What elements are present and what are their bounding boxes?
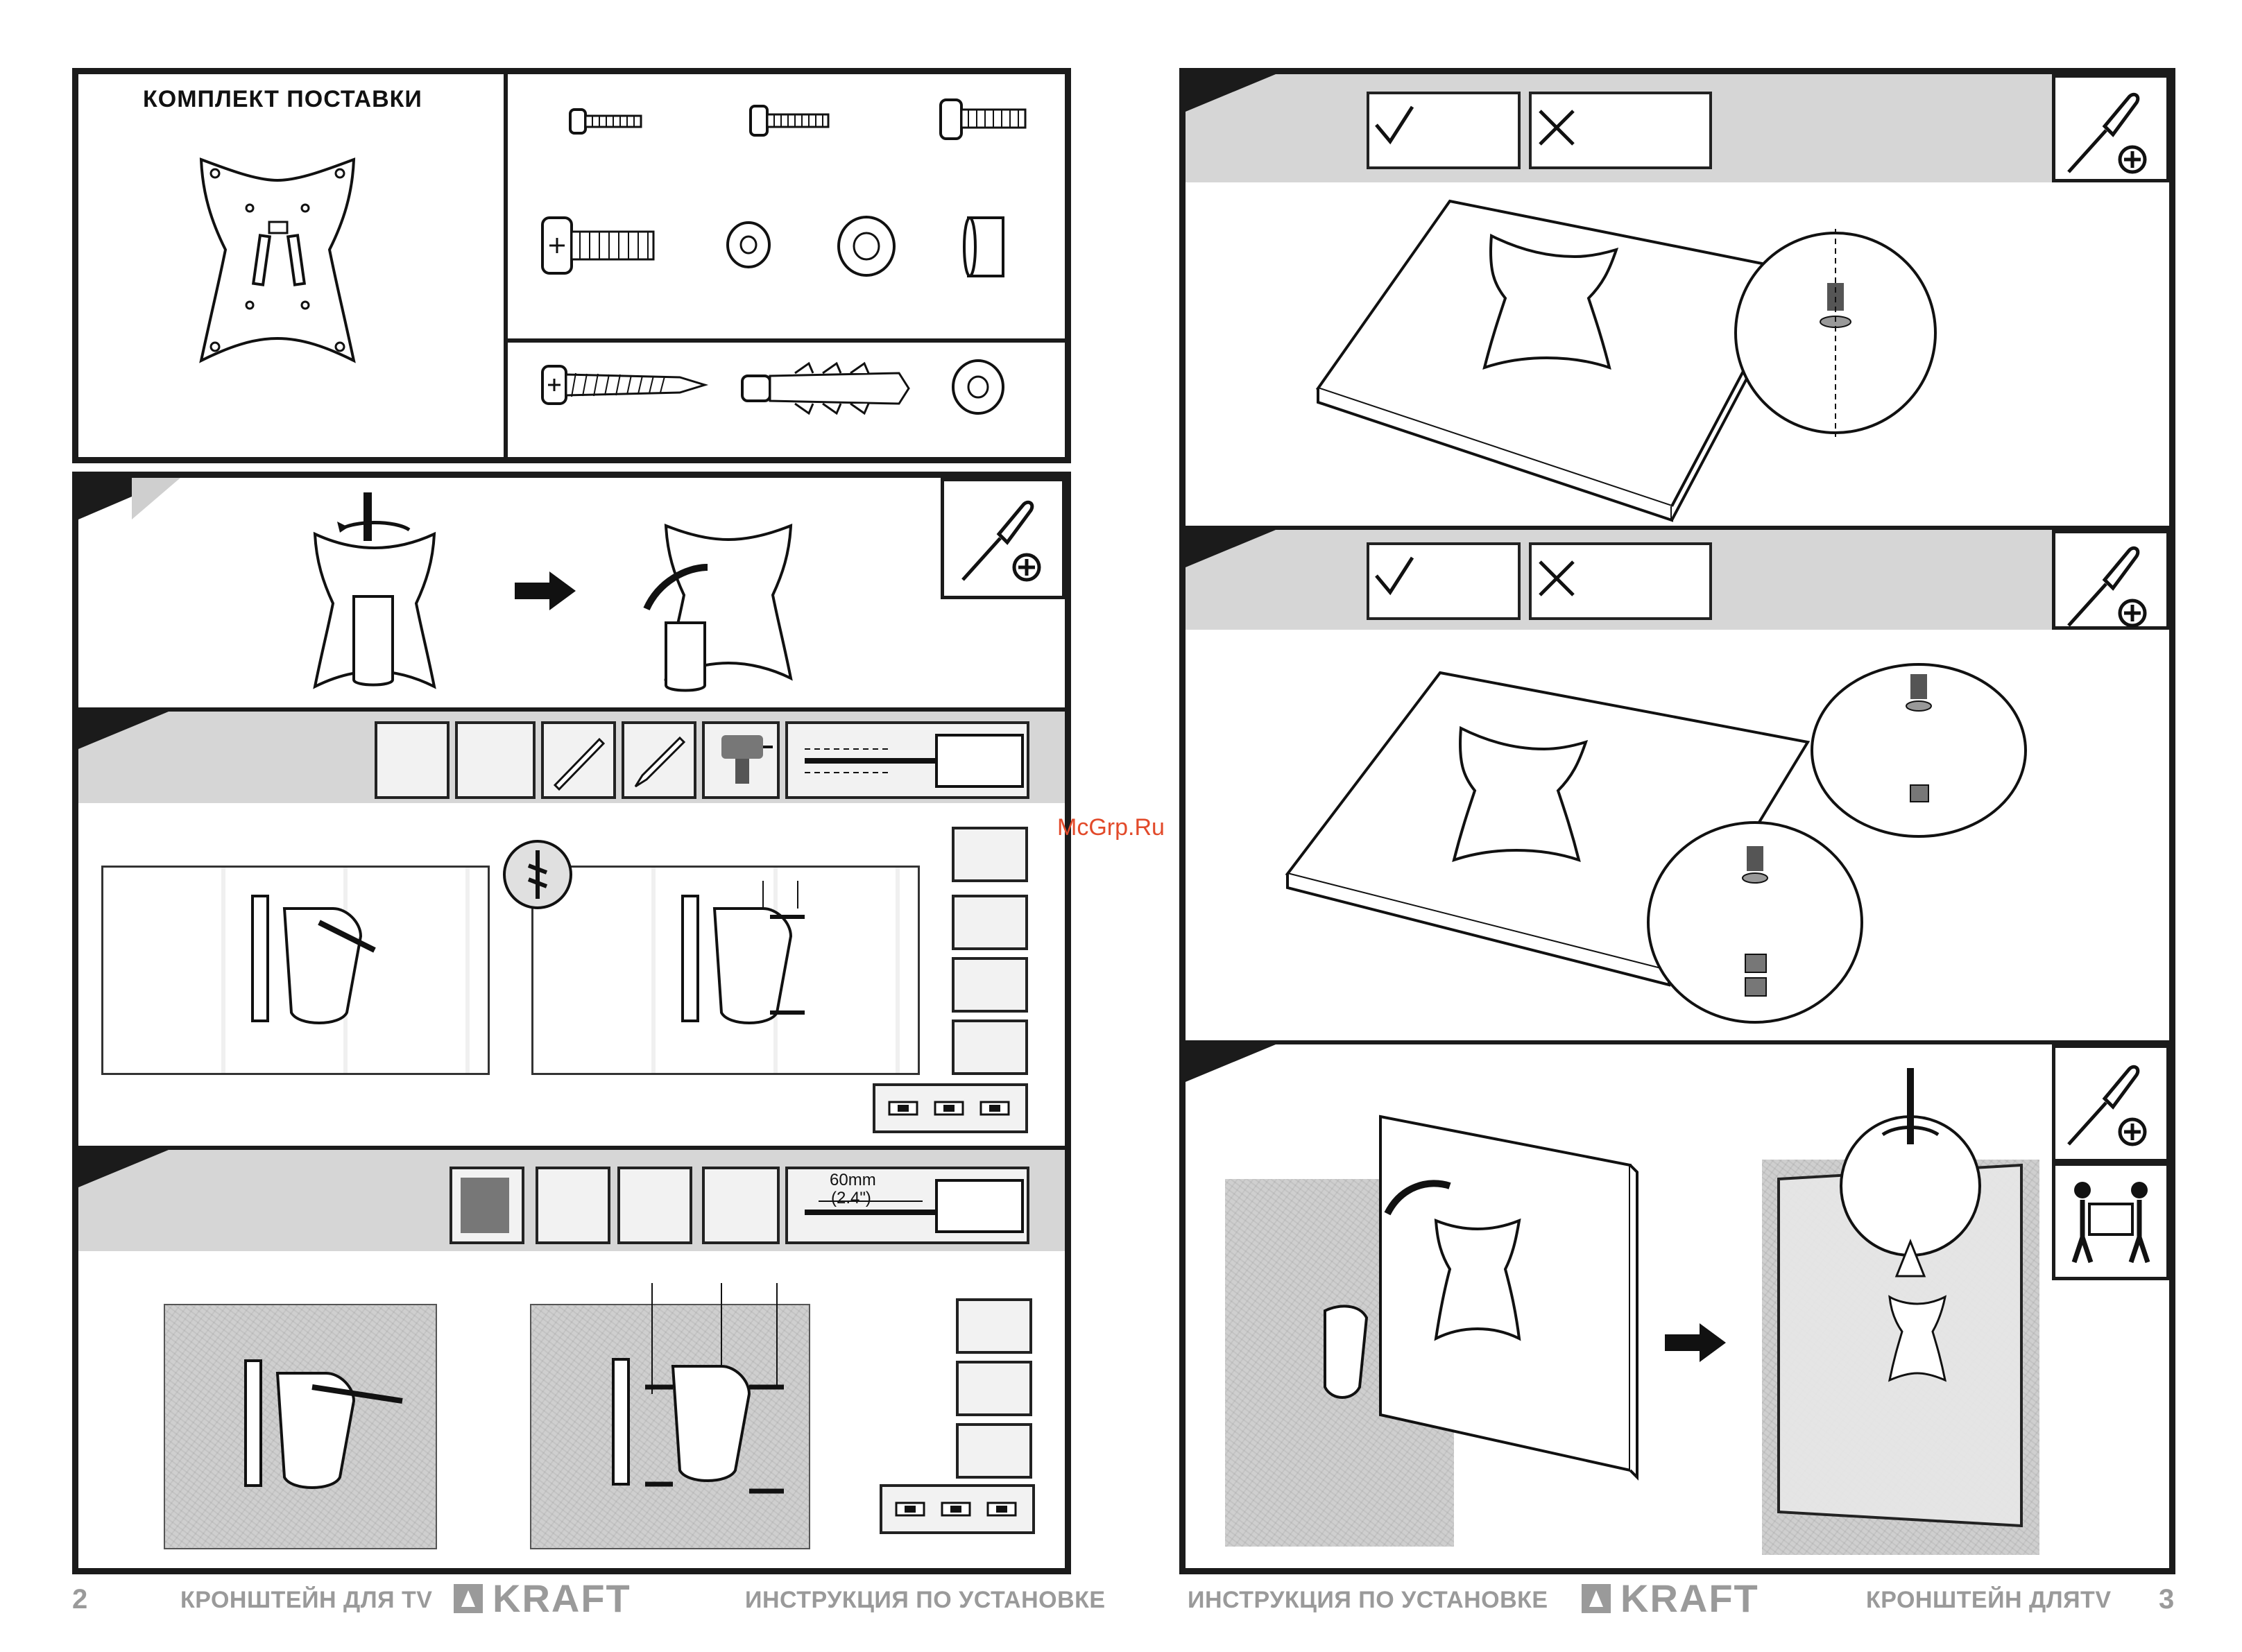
step3-check-anchor-box: [956, 1423, 1032, 1479]
watermark-text: McGrp.Ru: [1057, 814, 1165, 841]
kraft-logo-left: KRAFT: [454, 1576, 631, 1621]
step3-check-board-box: [956, 1361, 1032, 1416]
tv-hang-illustration: [1304, 1110, 1644, 1498]
pencil-icon: [633, 734, 688, 789]
kraft-mark-icon: [1582, 1584, 1611, 1613]
footer-product-right: КРОНШТЕЙН ДЛЯTV: [1866, 1587, 2112, 1614]
arrow-right-icon: [1663, 1322, 1727, 1363]
step2-check-drill-box: [952, 827, 1028, 882]
anchor-detail-circle: [501, 838, 574, 911]
tool-pencil-box-2: [617, 1167, 692, 1244]
kit-divider-vertical: [504, 74, 508, 458]
step6-header-tab: [1186, 1044, 1276, 1082]
kit-title: КОМПЛЕКТ ПОСТАВКИ: [143, 86, 422, 113]
washer-small-illustration: [724, 221, 773, 269]
step2-divider: [78, 707, 1065, 712]
step1-header-tab-shade: [132, 478, 180, 519]
step3-header-tab: [78, 1150, 169, 1187]
screw-detail-magnifier: [1731, 229, 1940, 444]
wall-plate-illustration: [187, 153, 368, 402]
page-number-left: 2: [72, 1584, 87, 1615]
step3-check-drill-box: [956, 1298, 1032, 1354]
screwdriver-icon: [2063, 535, 2146, 633]
drill-bit-illustration: [791, 728, 1027, 793]
tool-drill-box-2: [702, 1167, 780, 1244]
two-people-icon: [2066, 1176, 2156, 1266]
step5-header-tab: [1186, 530, 1276, 567]
washer-large-illustration: [835, 215, 898, 277]
arrow-right-icon: [513, 570, 577, 612]
check-icon: [1374, 555, 1415, 596]
kraft-logo-right: KRAFT: [1582, 1576, 1759, 1621]
footer-product-left: КРОНШТЕЙН ДЛЯ TV: [180, 1587, 432, 1614]
concrete-sample: [461, 1178, 509, 1233]
screwdriver-icon: [957, 490, 1041, 587]
tool-level-box-2: [536, 1167, 610, 1244]
step2-check-screwdriver-box: [952, 957, 1028, 1013]
page-number-right: 3: [2159, 1584, 2174, 1615]
wood-screw-illustration: [541, 361, 708, 409]
wall-plate-level-marking-illustration: [250, 895, 388, 1033]
step2-check-board-box: [952, 895, 1028, 950]
cross-icon: [1537, 108, 1576, 147]
screwdriver-icon: [2063, 1054, 2146, 1151]
tool-wood-wall-box: [375, 721, 450, 799]
kraft-mark-icon: [454, 1584, 483, 1613]
level-bubbles-icon-2: [895, 1500, 1020, 1518]
screw-m8-illustration: [541, 215, 659, 277]
wall-anchor-illustration: [739, 361, 913, 416]
bracket-plate-separated-illustration: [645, 519, 798, 692]
step2-check-anchor-box: [952, 1019, 1028, 1075]
kraft-brand-text: KRAFT: [493, 1576, 631, 1621]
step5-divider: [1186, 1040, 2169, 1044]
drill-bit-illustration-2: [791, 1173, 1027, 1239]
wall-plate-screwed-illustration: [680, 881, 832, 1033]
screw-m5-illustration: [749, 101, 832, 142]
tool-stud-finder-box: [455, 721, 536, 799]
kraft-brand-text: KRAFT: [1620, 1576, 1759, 1621]
level-icon: [551, 734, 606, 789]
level-bubbles-icon: [888, 1099, 1013, 1117]
wall-plate-concrete-screwed-illustration: [610, 1283, 805, 1512]
cross-icon: [1537, 559, 1576, 598]
bracket-plate-rotate-illustration: [305, 492, 444, 694]
kit-divider-horizontal: [508, 338, 1065, 343]
wall-plate-concrete-marking-illustration: [243, 1359, 409, 1498]
spacer-detail-magnifier-2: [1644, 818, 1866, 1026]
screw-m4-illustration: [569, 104, 645, 139]
screwdriver-icon: [2063, 82, 2146, 179]
spacer-detail-magnifier-1: [1808, 660, 2030, 841]
check-icon: [1374, 104, 1415, 146]
screw-m6-illustration: [939, 96, 1029, 144]
footer-instruction-right: ИНСТРУКЦИЯ ПО УСТАНОВКЕ: [1188, 1587, 1548, 1614]
step4-header-tab: [1186, 74, 1276, 112]
spacer-illustration: [961, 212, 1010, 282]
footer-instruction-left: ИНСТРУКЦИЯ ПО УСТАНОВКЕ: [745, 1587, 1106, 1614]
washer-anchor-illustration: [949, 358, 1007, 416]
step2-header-tab: [78, 712, 169, 749]
tv-mounted-illustration: [1772, 1068, 2035, 1540]
drill-icon: [708, 728, 774, 791]
